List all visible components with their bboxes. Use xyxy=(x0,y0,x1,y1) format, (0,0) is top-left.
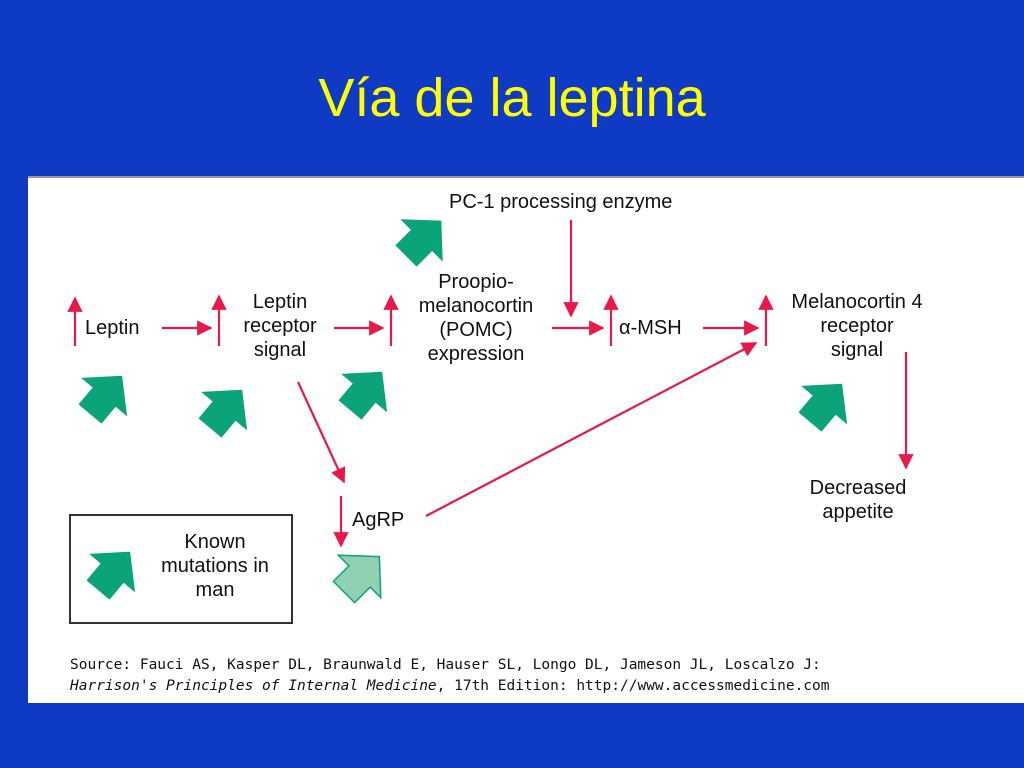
slide-title: Vía de la leptina xyxy=(318,68,706,128)
legend-label: Known mutations in man xyxy=(161,531,269,601)
node-decreased-appetite: Decreased appetite xyxy=(809,477,907,523)
mutation-arrow-mc4r xyxy=(787,364,866,442)
node-pomc: Proopio- melanocortin (POMC) expression xyxy=(418,271,534,365)
node-pc1: PC-1 processing enzyme xyxy=(449,191,673,213)
arrow-receptor-agrp xyxy=(297,381,346,484)
node-leptin-receptor: Leptin receptor signal xyxy=(243,291,317,361)
leptin-pathway-figure: PC-1 processing enzyme Leptin Leptin rec… xyxy=(28,176,1024,703)
pathway-arrows xyxy=(67,199,914,614)
node-alpha-msh: α-MSH xyxy=(619,317,682,339)
source-edition-url: , 17th Edition: http://www.accessmedicin… xyxy=(436,678,830,694)
source-line-2: Harrison's Principles of Internal Medici… xyxy=(70,676,830,697)
source-book-title: Harrison's Principles of Internal Medici… xyxy=(70,678,437,694)
arrow-agrp-mc4r xyxy=(425,342,758,517)
source-line-1: Source: Fauci AS, Kasper DL, Braunwald E… xyxy=(70,657,821,673)
node-agrp: AgRP xyxy=(352,509,405,531)
mutation-arrow-receptor xyxy=(187,370,266,448)
mutation-arrow-pomc xyxy=(327,352,406,430)
light-mutation-arrow-agrp xyxy=(322,534,402,614)
legend-box xyxy=(69,514,293,624)
mutation-arrow-leptin xyxy=(67,356,146,434)
node-leptin: Leptin xyxy=(85,317,140,339)
source-citation: Source: Fauci AS, Kasper DL, Braunwald E… xyxy=(70,655,830,697)
node-mc4r: Melanocortin 4 receptor signal xyxy=(791,291,923,361)
